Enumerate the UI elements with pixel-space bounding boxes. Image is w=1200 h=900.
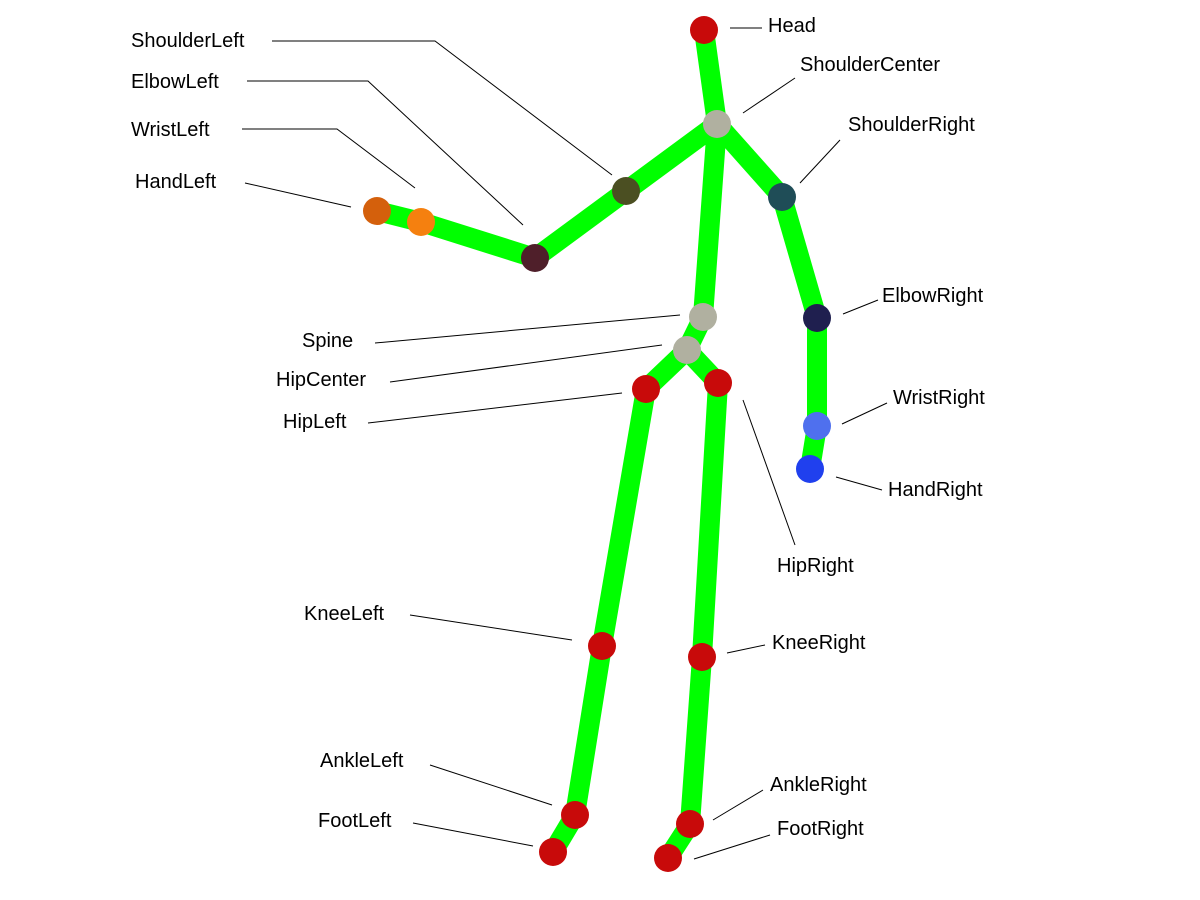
leader-line-hip-right bbox=[742, 399, 796, 546]
label-spine: Spine bbox=[302, 330, 353, 352]
joint-wrist-right bbox=[803, 412, 831, 440]
bone-shoulder-right-elbow-right bbox=[772, 187, 827, 328]
label-hip-right: HipRight bbox=[777, 555, 854, 577]
joint-wrist-left bbox=[407, 208, 435, 236]
label-elbow-right: ElbowRight bbox=[882, 285, 984, 307]
joint-elbow-right bbox=[803, 304, 831, 332]
joint-hip-left bbox=[632, 375, 660, 403]
joint-head bbox=[690, 16, 718, 44]
joint-ankle-right bbox=[676, 810, 704, 838]
joint-knee-right bbox=[688, 643, 716, 671]
leader-line-foot-right bbox=[693, 834, 771, 860]
joint-spine bbox=[689, 303, 717, 331]
bone-elbow-left-wrist-left bbox=[411, 212, 545, 268]
joint-foot-left bbox=[539, 838, 567, 866]
joint-hip-center bbox=[673, 336, 701, 364]
label-knee-right: KneeRight bbox=[772, 632, 866, 654]
leader-line-knee-right bbox=[726, 644, 766, 654]
joint-knee-left bbox=[588, 632, 616, 660]
label-foot-right: FootRight bbox=[777, 818, 864, 840]
joint-hand-left bbox=[363, 197, 391, 225]
label-elbow-left: ElbowLeft bbox=[131, 71, 219, 93]
leader-line-wrist-right bbox=[841, 402, 888, 425]
joint-hip-right bbox=[704, 369, 732, 397]
label-hip-left: HipLeft bbox=[283, 411, 347, 433]
leader-line-elbow-left bbox=[247, 80, 524, 226]
leader-line-elbow-right bbox=[842, 299, 879, 315]
label-ankle-left: AnkleLeft bbox=[320, 750, 404, 772]
leader-line-knee-left bbox=[409, 614, 573, 641]
bone-shoulder-center-spine bbox=[693, 114, 727, 327]
bone-hip-right-knee-right bbox=[692, 373, 728, 667]
leader-line-hip-left bbox=[367, 392, 623, 424]
label-shoulder-right: ShoulderRight bbox=[848, 114, 975, 136]
label-hip-center: HipCenter bbox=[276, 369, 366, 391]
joint-elbow-left bbox=[521, 244, 549, 272]
bone-shoulder-center-shoulder-right bbox=[707, 114, 792, 207]
leader-line-hand-left bbox=[244, 182, 352, 208]
label-wrist-left: WristLeft bbox=[131, 119, 210, 141]
bone-shoulder-center-shoulder-left bbox=[616, 114, 727, 201]
joint-hand-right bbox=[796, 455, 824, 483]
bone-knee-right-ankle-right bbox=[680, 647, 712, 834]
leader-line-foot-left bbox=[412, 822, 534, 847]
joint-foot-right bbox=[654, 844, 682, 872]
leader-line-spine bbox=[374, 314, 681, 344]
joint-shoulder-left bbox=[612, 177, 640, 205]
bone-head-shoulder-center bbox=[694, 20, 727, 134]
leader-line-wrist-left bbox=[242, 128, 416, 189]
label-wrist-right: WristRight bbox=[893, 387, 985, 409]
label-foot-left: FootLeft bbox=[318, 810, 392, 832]
leader-line-hip-center bbox=[389, 344, 663, 383]
leader-line-hand-right bbox=[835, 476, 883, 491]
label-hand-left: HandLeft bbox=[135, 171, 217, 193]
bone-knee-left-ankle-left bbox=[565, 636, 612, 825]
leader-line-shoulder-left bbox=[272, 40, 613, 176]
joint-ankle-left bbox=[561, 801, 589, 829]
label-head: Head bbox=[768, 15, 816, 37]
label-hand-right: HandRight bbox=[888, 479, 983, 501]
leader-line-ankle-right bbox=[712, 789, 764, 821]
label-shoulder-center: ShoulderCenter bbox=[800, 54, 940, 76]
joint-shoulder-right bbox=[768, 183, 796, 211]
label-ankle-right: AnkleRight bbox=[770, 774, 867, 796]
label-shoulder-left: ShoulderLeft bbox=[131, 30, 245, 52]
label-knee-left: KneeLeft bbox=[304, 603, 385, 625]
bone-hip-left-knee-left bbox=[592, 379, 656, 656]
bone-shoulder-left-elbow-left bbox=[525, 181, 636, 268]
leader-line-ankle-left bbox=[429, 764, 553, 806]
joint-shoulder-center bbox=[703, 110, 731, 138]
leader-line-shoulder-center bbox=[742, 77, 796, 114]
leader-line-shoulder-right bbox=[799, 139, 841, 184]
